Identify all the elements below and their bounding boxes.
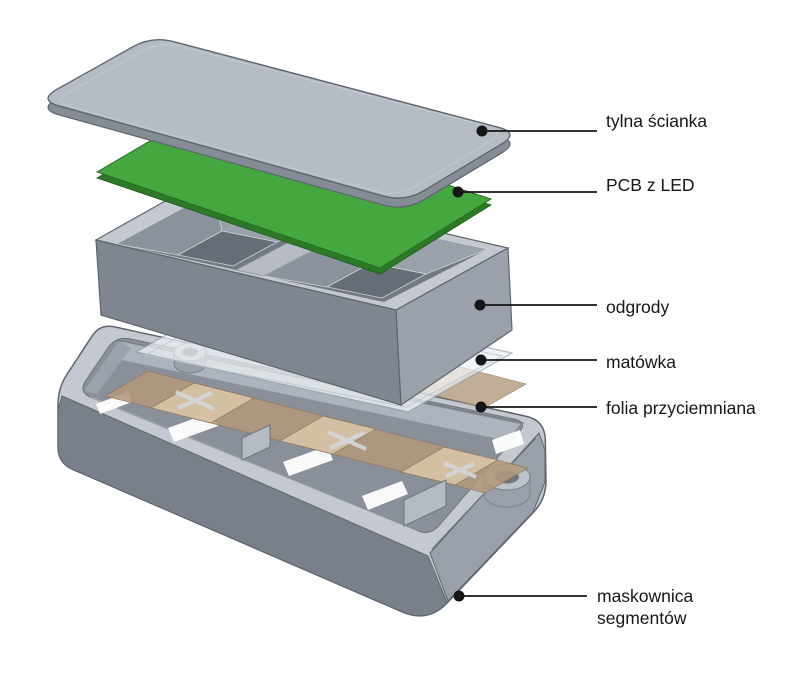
x-brace [329,431,365,450]
enclosure-corner-edge [427,555,448,603]
part-tylna-scianka [47,39,511,208]
leader-dot [474,299,486,311]
cover-chamfer-highlight [60,44,498,194]
part-label: PCB z LED [606,175,695,195]
rib-plate [403,479,447,527]
segment-window [492,430,524,454]
x-brace [445,462,475,478]
part-label: odgrody [606,297,669,317]
cover-plate [47,39,511,199]
part-label: matówka [606,352,676,372]
callouts: tylna ścianka PCB z LED odgrody matówka … [452,111,756,628]
leader-dot [452,186,464,198]
enclosure-left-inner-wall [84,341,131,394]
part-label-line2: segmentów [597,608,687,628]
callout-pcb-z-led: PCB z LED [452,175,695,198]
callout-folia-przyciemniana: folia przyciemniana [475,398,756,418]
leader-dot [475,401,487,413]
enclosure-front-wall [57,395,448,617]
segment-window [362,481,408,510]
callout-maskownica-segmentow: maskownica segmentów [453,586,694,628]
well-bottom [325,262,428,299]
well-bottom [176,230,279,267]
callout-tylna-scianka: tylna ścianka [476,111,707,137]
segment-window [283,446,333,476]
leader-dot [476,125,488,137]
callout-matowka: matówka [475,352,676,372]
partition-right-face [395,247,513,407]
part-label: folia przyciemniana [606,398,756,418]
tint-foil-light-patch [278,415,378,455]
leader-dot [475,354,487,366]
x-brace [177,391,213,410]
part-label-line1: maskownica [597,586,694,606]
part-label: tylna ścianka [606,111,707,131]
callout-odgrody: odgrody [474,297,669,317]
leader-dot [453,590,465,602]
enclosure-ribs [175,390,477,527]
rib-plate [241,424,271,461]
enclosure-inner-ledge-highlight [90,396,418,532]
